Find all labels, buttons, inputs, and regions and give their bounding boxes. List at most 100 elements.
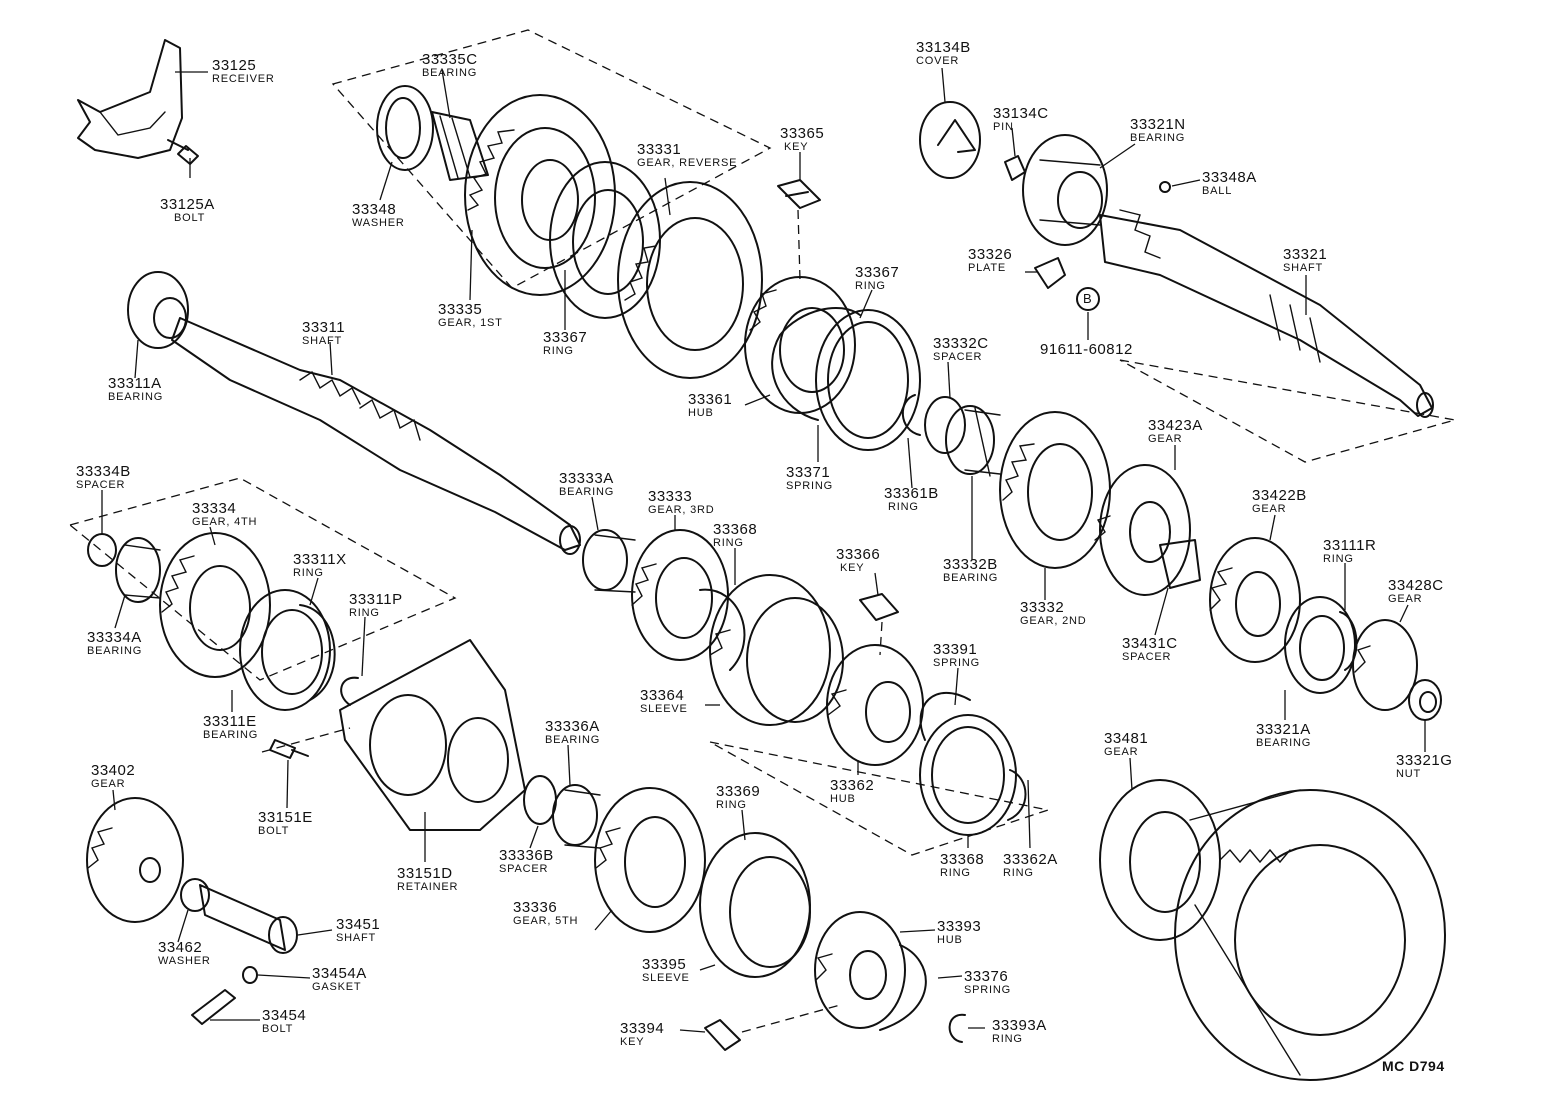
gear-33481-part	[1099, 779, 1446, 1081]
group-outline-output-shaft	[1119, 359, 1456, 463]
spacer-33334b-part	[87, 533, 117, 567]
gasket-33454a-part	[242, 966, 258, 984]
gear-5th-part	[594, 787, 706, 933]
bolt-33454-part	[191, 989, 236, 1025]
hub-33362-part	[826, 644, 924, 766]
bearing-33336a-part	[552, 784, 601, 849]
bolt-33151e-part	[269, 739, 309, 759]
bearing-33334a-part	[115, 537, 161, 603]
shaft-33451-part	[199, 884, 298, 954]
gear-1st-part	[464, 94, 616, 296]
spring-33376-part	[879, 944, 927, 1031]
bearing-33333a-part	[582, 529, 636, 593]
ring-33362a-part	[1007, 769, 1027, 821]
ring-33311p-part	[340, 676, 359, 706]
gear-33402-part	[86, 797, 184, 923]
gear-33422b-part	[1209, 537, 1301, 663]
spring-33371-part	[771, 306, 861, 421]
gear-2nd-part	[999, 411, 1111, 569]
callout-91611-60812: 91611-60812	[1040, 341, 1133, 358]
group-outline-4th-gear	[68, 477, 457, 681]
spacer-33431c-part	[1159, 539, 1201, 589]
bearing-33332b-part	[945, 405, 1001, 477]
plate-33326-part	[1034, 257, 1066, 289]
cover-33134b-part	[919, 101, 981, 179]
receiver-part	[77, 39, 199, 165]
key-33394-guide	[741, 1004, 841, 1033]
bearing-33311a-part	[127, 271, 189, 349]
ring-33393a-part	[948, 1013, 966, 1043]
spacer-33332c-part	[924, 396, 966, 454]
ring-33367-part	[815, 309, 921, 451]
spacer-33336b-part	[523, 775, 557, 825]
gear-33428c-part	[1352, 619, 1418, 711]
ring-33311x-part	[299, 604, 336, 701]
hub-33361-part	[744, 276, 856, 414]
retainer-33151d-part	[339, 639, 526, 831]
gear-3rd-part	[631, 529, 729, 661]
key-33365-part	[777, 179, 821, 209]
group-outline-reverse-gear	[331, 29, 772, 289]
washer-33462-part	[180, 878, 210, 912]
key-33394-part	[704, 1019, 741, 1051]
gear-33423a-part	[1094, 464, 1191, 596]
sleeve-33395-part	[699, 832, 811, 978]
diagram-code: MC D794	[1382, 1058, 1445, 1074]
key-33366-guide	[879, 621, 883, 656]
ref-marker-label: B	[1083, 291, 1093, 306]
group-outline-retainer	[261, 727, 351, 753]
sleeve-33364-part	[709, 574, 844, 726]
bearing-33335c-part	[376, 85, 489, 181]
group-outline-3rd-gear	[709, 741, 1051, 856]
